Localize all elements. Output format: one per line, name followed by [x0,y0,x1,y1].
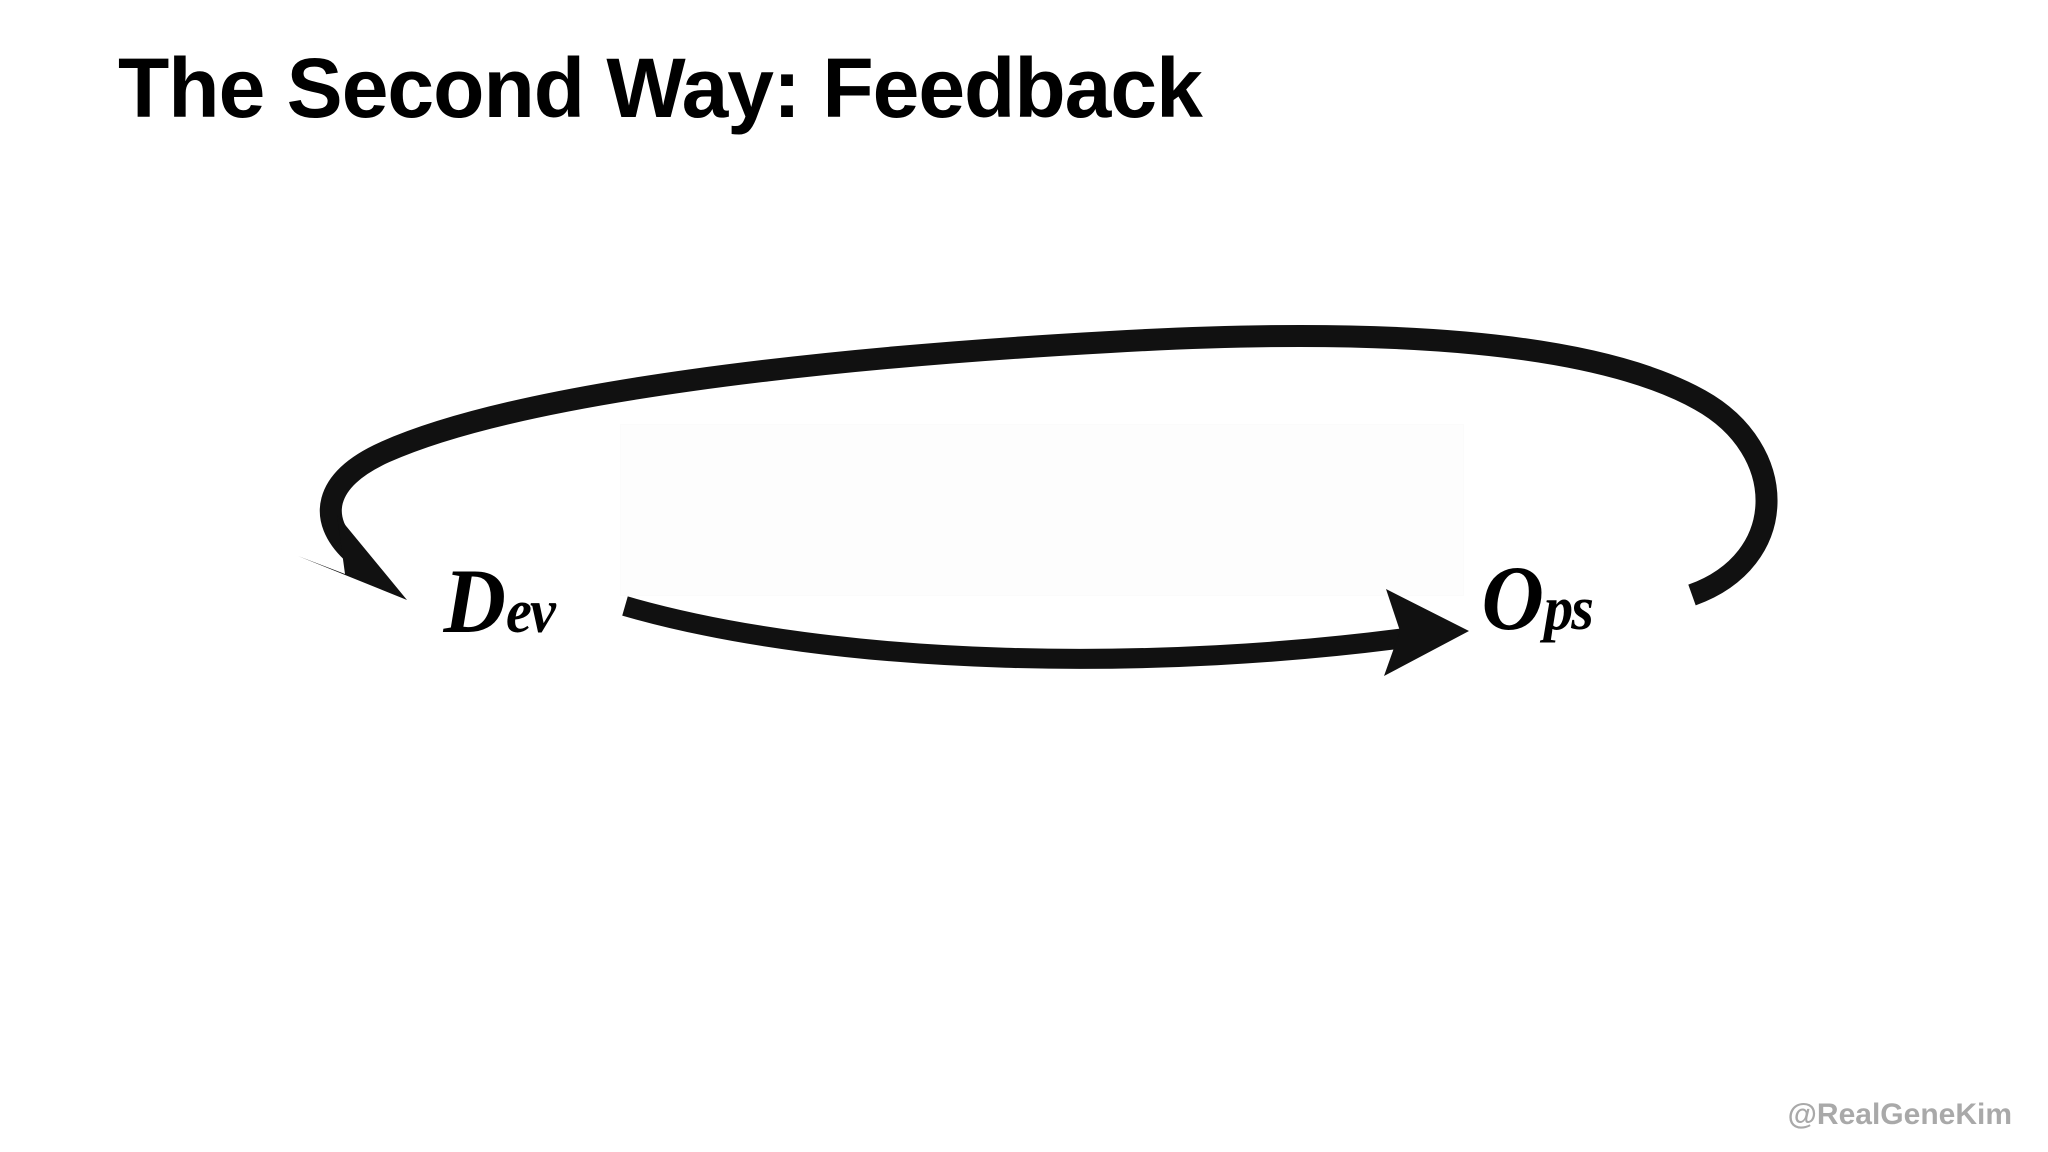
scan-artifact-rectangle [620,424,1464,596]
node-label-dev: Dev [444,555,556,647]
flow-arrow-head [1384,589,1469,676]
feedback-arrow-head [298,515,407,600]
node-dev-rest: ev [505,578,556,646]
dev-to-ops-arrow [622,589,1469,676]
page-title: The Second Way: Feedback [118,41,1203,135]
node-ops-capital: O [1481,547,1544,649]
node-dev-capital: D [443,550,506,652]
node-ops-rest: ps [1543,575,1594,643]
watermark-handle: @RealGeneKim [1787,1098,2012,1131]
flow-arrow-shaft [622,596,1422,669]
node-label-ops: Ops [1482,552,1594,644]
